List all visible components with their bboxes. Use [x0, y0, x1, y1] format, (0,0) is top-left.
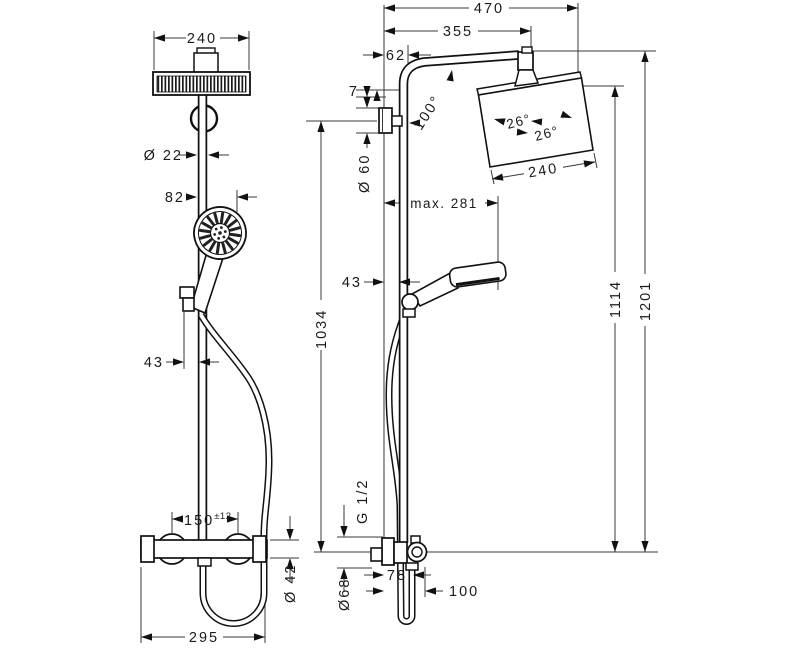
dim-bracket-diameter: Ø 60: [357, 154, 373, 193]
hand-shower-holder-top: [179, 286, 195, 299]
thermostat-valve-front: [140, 533, 268, 567]
dim-hose-wall-offset: 78: [387, 568, 407, 584]
dim-arm-angle: 100°: [411, 93, 445, 134]
thermostat-valve-side: [370, 535, 428, 571]
dim-rail-wall-offset: 43: [342, 275, 362, 291]
dim-head-center-depth: 355: [443, 24, 473, 40]
head-swivel-joint: [514, 69, 540, 87]
front-view: [140, 47, 273, 627]
dim-head-tilt-first: 26°: [505, 111, 533, 132]
hand-shower-holder: [182, 297, 195, 312]
wall-supply-fitting: [370, 547, 383, 562]
rail-and-arm-pipe: [398, 50, 520, 543]
front-view-dimension-lines: [140, 31, 299, 643]
dim-bracket-gap: 7: [349, 84, 359, 100]
dim-max-reach: max. 281: [410, 196, 478, 211]
dim-head-tilt-second: 26°: [533, 123, 561, 144]
valve-body-bar: [140, 539, 268, 559]
dim-head-width: 240: [187, 31, 217, 47]
dim-head-depth: 240: [527, 161, 559, 182]
dim-connection-spacing: 150±12: [184, 511, 231, 529]
dim-valve-width: 295: [189, 630, 219, 646]
dim-holder-offset-front: 43: [144, 355, 164, 371]
dim-valve-depth: 100: [449, 584, 479, 600]
valve-end-cap-left: [140, 535, 155, 563]
hose-connector: [197, 557, 212, 567]
dim-head-height: 1114: [608, 280, 624, 318]
dim-overall-height: 1201: [638, 281, 654, 321]
dimension-labels: 240 Ø 22 82 43 150±12 295 Ø 42 470 355 6…: [144, 1, 654, 646]
dim-hand-shower-offset: 82: [165, 190, 185, 206]
hose-nipple: [402, 308, 416, 318]
valve-end-cap-right: [252, 535, 267, 563]
hand-shower-face: [193, 206, 247, 260]
dim-overall-depth: 470: [474, 1, 504, 17]
valve-body-side: [393, 541, 408, 564]
overhead-shower-spray-face: [156, 75, 247, 93]
valve-hose-outlet: [405, 562, 419, 571]
dim-thread-size: G 1/2: [355, 479, 371, 524]
dim-top-wall-offset: 62: [386, 48, 406, 64]
hand-shower-hose: [197, 313, 273, 627]
overhead-shower-connector: [193, 52, 219, 74]
head-connector-cap: [521, 46, 533, 54]
wall-bracket-arm: [391, 115, 403, 127]
head-depth-dimension-line: [490, 152, 598, 185]
dim-valve-diameter: Ø 42: [283, 564, 299, 603]
holder-ball-joint: [401, 293, 419, 311]
dim-valve-escutcheon-diameter: Ø68: [337, 578, 353, 611]
hand-shower-hose-side: [385, 311, 416, 625]
dim-rail-height: 1034: [314, 309, 330, 349]
wall-bracket-escutcheon: [378, 107, 393, 134]
valve-escutcheon-side: [381, 537, 395, 566]
dim-pipe-diameter: Ø 22: [144, 148, 183, 164]
head-connector-block: [517, 51, 534, 71]
hand-shower-handle: [190, 250, 224, 315]
hand-shower-head-side: [448, 261, 507, 288]
